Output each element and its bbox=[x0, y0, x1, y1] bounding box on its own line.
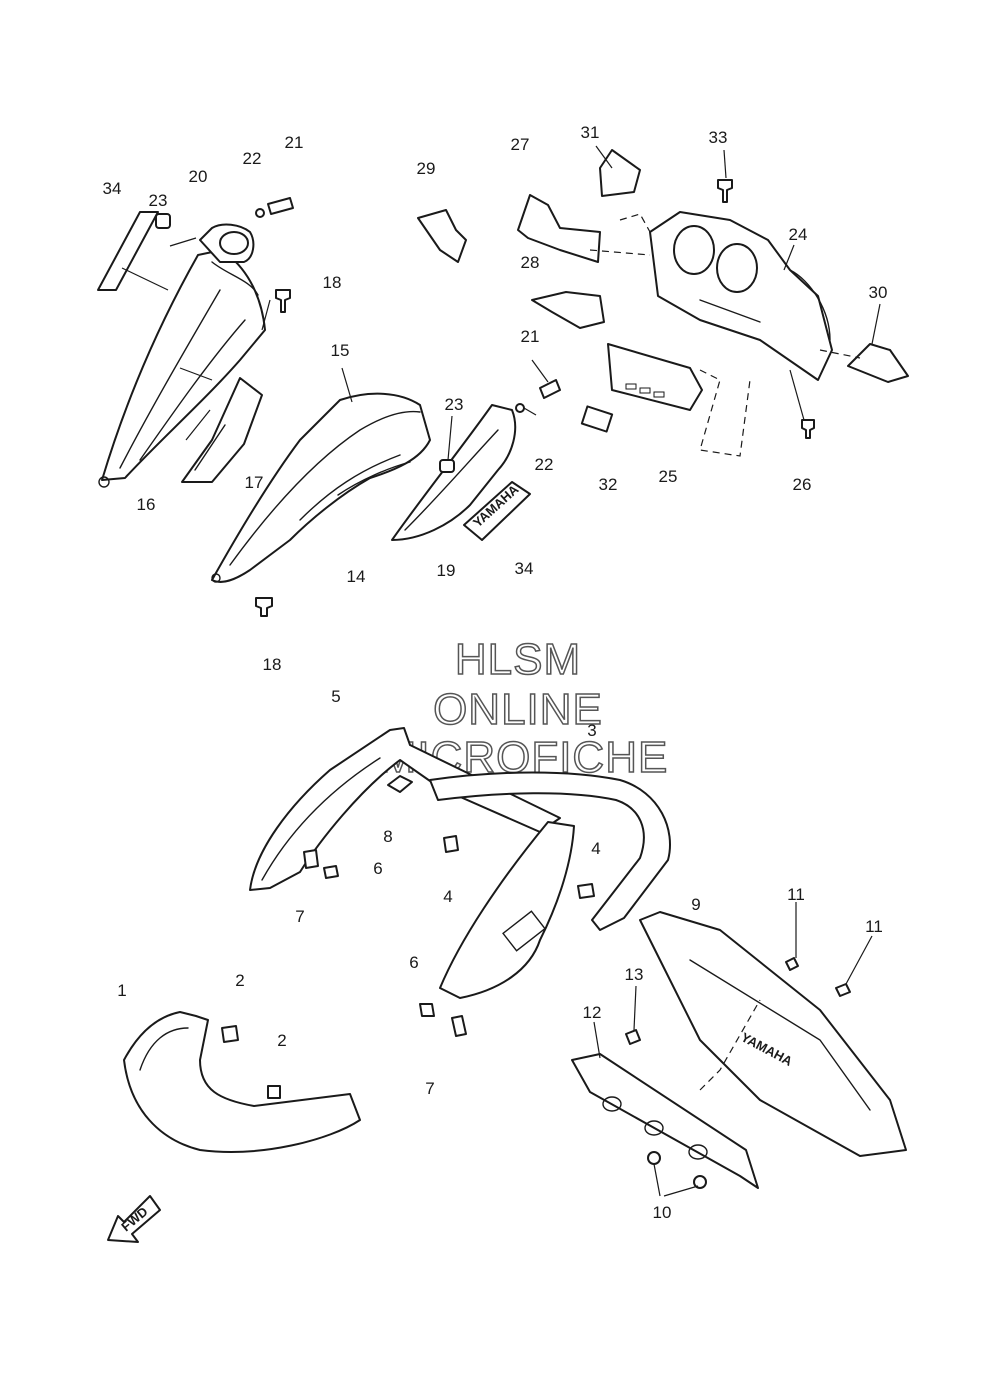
fwd-arrow-icon: FWD bbox=[107, 1195, 161, 1243]
callout-31: 31 bbox=[581, 123, 600, 142]
callout-26: 26 bbox=[793, 475, 812, 494]
part-16-side-cover bbox=[101, 249, 266, 481]
part-11-rivet-right bbox=[835, 983, 851, 997]
part-2-bolt-lower bbox=[267, 1085, 281, 1099]
part-25-slots bbox=[625, 383, 665, 398]
callout-27: 27 bbox=[511, 135, 530, 154]
callout-30: 30 bbox=[869, 283, 888, 302]
callout-15: 15 bbox=[331, 341, 350, 360]
part-7-clip-upper bbox=[303, 849, 319, 869]
callout-13: 13 bbox=[625, 965, 644, 984]
part-13-rivet bbox=[625, 1029, 641, 1045]
part-34-decal-left bbox=[97, 211, 159, 291]
part-14-front-cowl bbox=[211, 392, 431, 583]
part-31-bracket bbox=[599, 149, 641, 197]
callout-18b: 18 bbox=[263, 655, 282, 674]
callout-5: 5 bbox=[331, 687, 340, 706]
callout-4a: 4 bbox=[443, 887, 452, 906]
part-4-screw-left bbox=[443, 835, 459, 853]
callout-9: 9 bbox=[691, 895, 700, 914]
callout-24: 24 bbox=[789, 225, 808, 244]
callout-6a: 6 bbox=[373, 859, 382, 878]
part-33-screw bbox=[717, 179, 733, 203]
callout-3: 3 bbox=[587, 721, 596, 740]
part-8-clip bbox=[387, 775, 413, 793]
callout-2a: 2 bbox=[235, 971, 244, 990]
part-side-panel-lower bbox=[439, 821, 575, 999]
part-9-skid-guard bbox=[639, 911, 907, 1157]
callout-8: 8 bbox=[383, 827, 392, 846]
part-4-screw-right bbox=[577, 883, 595, 899]
callout-19: 19 bbox=[437, 561, 456, 580]
callout-33: 33 bbox=[709, 128, 728, 147]
callout-21a: 21 bbox=[285, 133, 304, 152]
part-3-bar bbox=[429, 771, 671, 931]
part-18-screw-lower bbox=[255, 597, 273, 617]
part-2-bolt-upper bbox=[221, 1025, 239, 1043]
watermark-line-2: ONLINE bbox=[433, 685, 603, 734]
part-32-pad bbox=[580, 405, 614, 433]
callout-7b: 7 bbox=[425, 1079, 434, 1098]
part-29-trim bbox=[417, 209, 467, 263]
part-26-screw bbox=[801, 419, 815, 439]
part-28-cover bbox=[531, 291, 605, 329]
callout-21b: 21 bbox=[521, 327, 540, 346]
part-19-side-panel bbox=[391, 404, 517, 541]
callout-34a: 34 bbox=[103, 179, 122, 198]
callout-7a: 7 bbox=[295, 907, 304, 926]
part-22-washer-center bbox=[515, 403, 525, 413]
part-10-washer-left bbox=[647, 1151, 661, 1165]
callout-1: 1 bbox=[117, 981, 126, 1000]
part-6-screw-upper bbox=[323, 865, 339, 879]
callout-22a: 22 bbox=[243, 149, 262, 168]
callout-14: 14 bbox=[347, 567, 366, 586]
watermark-line-1: HLSM bbox=[455, 635, 581, 684]
callout-34b: 34 bbox=[515, 559, 534, 578]
part-1-bumper bbox=[123, 1011, 361, 1153]
part-34-decal-right bbox=[463, 481, 531, 541]
callout-25: 25 bbox=[659, 467, 678, 486]
part-12-bracket bbox=[571, 1053, 759, 1189]
part-25-base-plate bbox=[607, 343, 703, 411]
callout-6b: 6 bbox=[409, 953, 418, 972]
callout-labels: 1 2 2 3 4 4 5 6 6 7 7 8 9 10 11 11 12 13… bbox=[103, 123, 888, 1222]
part-27-cover bbox=[517, 194, 601, 263]
callout-2b: 2 bbox=[277, 1031, 286, 1050]
part-7-clip-lower bbox=[451, 1015, 467, 1037]
callout-23b: 23 bbox=[445, 395, 464, 414]
part-30-bracket bbox=[847, 343, 909, 383]
callout-17: 17 bbox=[245, 473, 264, 492]
part-23-nut-center bbox=[439, 459, 455, 473]
callout-10: 10 bbox=[653, 1203, 672, 1222]
callout-11b: 11 bbox=[865, 917, 883, 936]
callout-23a: 23 bbox=[149, 191, 168, 210]
callout-11a: 11 bbox=[787, 885, 805, 904]
callout-29: 29 bbox=[417, 159, 436, 178]
callout-4b: 4 bbox=[591, 839, 600, 858]
part-11-rivet-left bbox=[785, 957, 799, 971]
callout-20: 20 bbox=[189, 167, 208, 186]
part-6-screw-lower bbox=[419, 1003, 435, 1017]
part-10-washer-right bbox=[693, 1175, 707, 1189]
callout-28: 28 bbox=[521, 253, 540, 272]
callout-18a: 18 bbox=[323, 273, 342, 292]
callout-32: 32 bbox=[599, 475, 618, 494]
part-18-screw-upper bbox=[275, 289, 291, 313]
part-21-bolt-left bbox=[267, 197, 294, 215]
part-22-washer-left bbox=[255, 208, 265, 218]
part-21-bolt-center bbox=[539, 379, 561, 399]
callout-16: 16 bbox=[137, 495, 156, 514]
callout-12: 12 bbox=[583, 1003, 602, 1022]
part-23-nut-left bbox=[155, 213, 171, 229]
callout-22b: 22 bbox=[535, 455, 554, 474]
